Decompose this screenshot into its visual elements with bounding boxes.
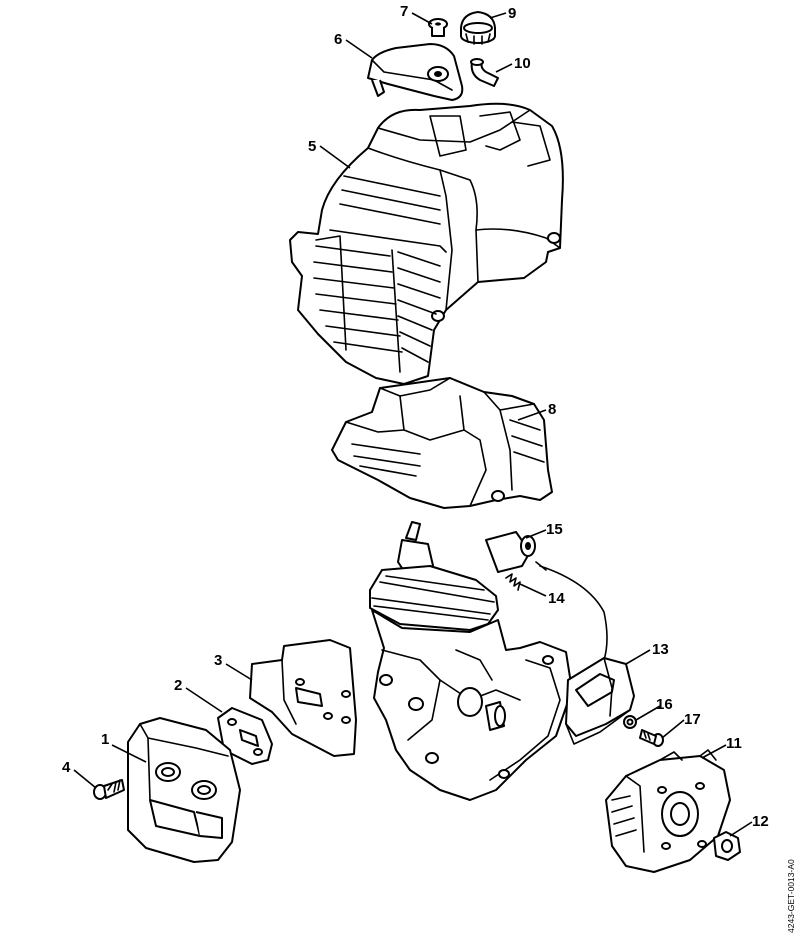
part-9-primer-bulb[interactable] — [460, 11, 496, 45]
callout-16: 16 — [656, 696, 673, 713]
part-14-spring[interactable] — [505, 573, 521, 591]
part-4-screw[interactable] — [93, 779, 125, 800]
part-15-spark-plug-boot[interactable] — [485, 531, 536, 573]
callout-15: 15 — [546, 521, 563, 538]
callout-11: 11 — [726, 735, 742, 752]
part-3-heat-shield[interactable] — [249, 639, 357, 757]
callout-7: 7 — [400, 3, 408, 20]
ignition-lead-wire — [535, 561, 608, 661]
callout-numbers: 1 2 3 4 5 6 7 8 9 10 11 12 13 14 15 16 1… — [62, 3, 769, 830]
leader-lines — [73, 12, 753, 837]
part-1-muffler[interactable] — [127, 717, 241, 863]
part-13-ignition-module[interactable] — [565, 657, 635, 745]
callout-13: 13 — [652, 641, 669, 658]
callout-10: 10 — [514, 55, 531, 72]
part-17-screw[interactable] — [639, 729, 664, 747]
part-16-washer[interactable] — [623, 715, 637, 729]
callout-17: 17 — [684, 711, 701, 728]
part-8-air-guide[interactable] — [331, 377, 553, 509]
part-6-top-cover[interactable] — [367, 43, 464, 101]
callout-6: 6 — [334, 31, 342, 48]
callout-1: 1 — [101, 731, 109, 748]
callout-5: 5 — [308, 138, 316, 155]
callout-2: 2 — [174, 677, 182, 694]
callout-14: 14 — [548, 590, 565, 607]
callout-3: 3 — [214, 652, 222, 669]
shroud-vent-grille — [313, 175, 447, 373]
engine-cylinder-assembly[interactable] — [369, 521, 573, 801]
callout-4: 4 — [62, 759, 71, 776]
part-12-nut[interactable] — [713, 831, 741, 861]
reference-code-text: 4243-GET-0013-A0 — [786, 859, 796, 933]
callout-12: 12 — [752, 813, 769, 830]
reference-code-label: 4243-GET-0013-A0 — [786, 859, 796, 933]
callout-8: 8 — [548, 401, 556, 418]
part-5-engine-shroud[interactable] — [289, 102, 564, 385]
part-10-elbow-hose[interactable] — [470, 58, 499, 87]
part-11-flywheel[interactable] — [605, 749, 731, 873]
part-7-screw[interactable] — [428, 18, 448, 37]
callout-9: 9 — [508, 5, 516, 22]
